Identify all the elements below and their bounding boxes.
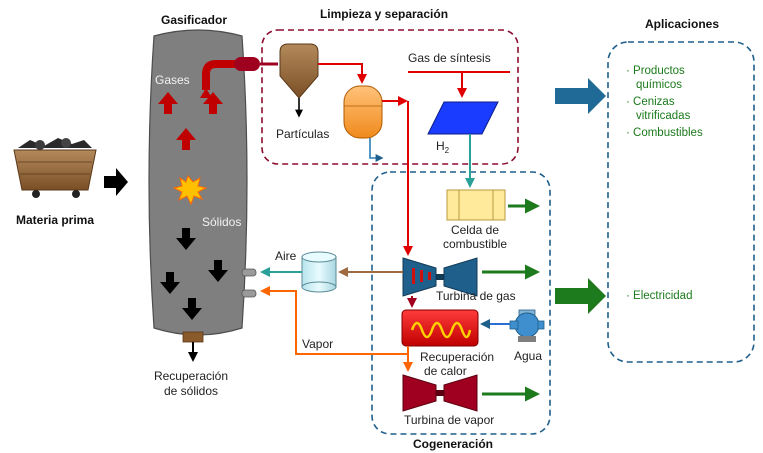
explosion-icon (172, 174, 208, 206)
water-label: Agua (514, 349, 542, 363)
solids-down-arrows (160, 228, 228, 320)
syngas-label: Gas de síntesis (408, 51, 491, 65)
gas-outlet-pipe (200, 57, 260, 98)
fuel-cell-icon (446, 189, 506, 221)
app-ashes-line2: vitrificadas (636, 110, 691, 122)
app-products-line2: químicos (636, 79, 682, 91)
water-pump-icon (509, 309, 545, 342)
app-electricity: · Electricidad (626, 290, 692, 302)
gas-turbine-label: Turbina de gas (436, 289, 516, 303)
app-products-line1: · Productos (626, 65, 685, 77)
gases-label: Gases (155, 73, 190, 87)
to-electricity-arrow (555, 278, 606, 314)
cyclone-to-filter-arrow (318, 63, 367, 84)
heat-recovery-line2: de calor (424, 364, 467, 378)
fuel-cell-line1: Celda de (451, 223, 499, 237)
feedstock-cart-icon (13, 138, 97, 198)
steam-label: Vapor (302, 337, 333, 351)
particles-label: Partículas (276, 127, 329, 141)
cogeneration-title: Cogeneración (413, 437, 493, 451)
steam-turbine-icon (402, 374, 478, 412)
cyclone-icon (279, 43, 319, 118)
cleaning-box (261, 29, 519, 165)
applications-box (607, 41, 755, 363)
h2-label: H2 (436, 139, 450, 155)
solids-recovery-line2: de sólidos (164, 384, 218, 398)
feed-arrow (104, 168, 128, 196)
steam-to-gasifier-arrow (260, 286, 409, 355)
applications-title: Aplicaciones (645, 17, 719, 31)
filter-vessel-icon (343, 85, 383, 139)
to-products-arrow (555, 78, 606, 114)
cogeneration-box (371, 171, 551, 435)
gasifier-title: Gasificador (161, 13, 227, 27)
filter-drain-arrow (369, 138, 384, 162)
heat-recovery-line1: Recuperación (420, 350, 494, 364)
heat-recovery-icon (401, 309, 479, 347)
fuel-cell-line2: combustible (443, 237, 507, 251)
air-tank-icon (301, 251, 337, 293)
gas-up-arrows (158, 92, 223, 150)
solids-label: Sólidos (202, 215, 241, 229)
gas-turbine-icon (402, 257, 478, 297)
membrane-icon (427, 101, 499, 135)
air-label: Aire (275, 249, 297, 263)
app-ashes-line1: · Cenizas (626, 96, 675, 108)
app-fuels: · Combustibles (626, 127, 703, 139)
steam-turbine-label: Turbina de vapor (404, 413, 494, 427)
feedstock-label: Materia prima (16, 213, 94, 227)
cleaning-title: Limpieza y separación (320, 7, 448, 21)
solids-recovery-line1: Recuperación (154, 369, 228, 383)
